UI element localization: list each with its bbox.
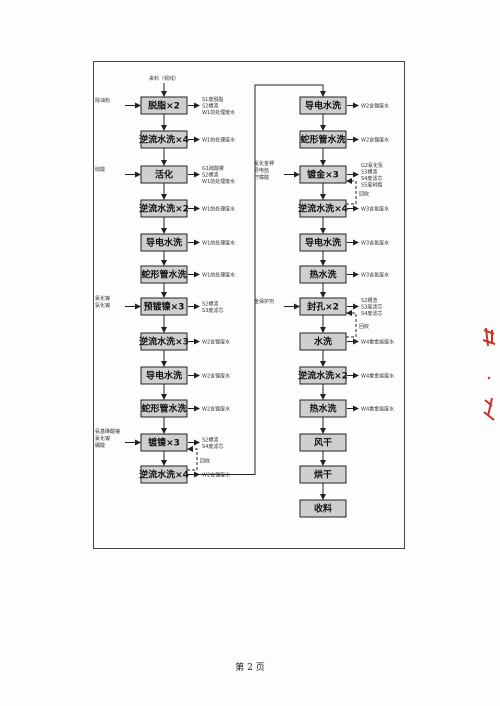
red-seal-stamp-fragment: [482, 327, 496, 421]
recycle-label-2: 回收: [359, 191, 369, 198]
diagram-frame: [93, 61, 405, 549]
output-note-L8-0: W2含镍废水: [202, 339, 230, 346]
output-note-R7-0: S2槽渣: [361, 297, 377, 304]
left-node-label-11: 镀镍×3: [148, 437, 180, 449]
output-note-L1-1: S2槽渣: [202, 103, 218, 110]
input-note-R3-0: 氰化金钾: [254, 160, 274, 167]
right-node-label-11: 风干: [314, 438, 332, 449]
output-note-R2-0: W2含镍废水: [361, 137, 389, 144]
output-note-R5-0: W3含氰废水: [361, 240, 389, 247]
left-node-label-7: 预镀镍×3: [144, 301, 185, 313]
output-note-L7-0: S2槽渣: [202, 300, 218, 307]
output-note-L2-0: W1前处理废水: [202, 137, 235, 144]
output-note-L1-2: W1前处理废水: [202, 109, 235, 116]
input-note-L11-1: 氯化镍: [95, 435, 110, 442]
input-note-R7-0: 金保护剂: [254, 298, 274, 305]
output-note-L11-0: S2槽渣: [202, 436, 218, 443]
right-node-label-6: 热水洗: [309, 269, 336, 281]
right-node-label-10: 热水洗: [309, 403, 336, 415]
output-note-R3-0: G2氰化氢: [361, 162, 383, 169]
left-node-label-3: 活化: [155, 169, 173, 181]
output-note-R3-1: S3槽渣: [361, 168, 377, 175]
output-note-L10-0: W2含镍废水: [202, 406, 230, 413]
output-note-L5-0: W1前处理废水: [202, 240, 235, 247]
right-node-label-7: 封孔×2: [307, 301, 339, 313]
output-note-L3-2: W1前处理废水: [202, 178, 235, 185]
right-node-label-9: 逆流水洗×2: [298, 370, 348, 382]
output-note-L1-0: S1废脱脂: [202, 96, 223, 103]
output-note-L4-0: W1前处理废水: [202, 206, 235, 213]
recycle-loop-3: [346, 310, 357, 338]
left-node-label-9: 导电水洗: [146, 370, 182, 382]
left-node-label-1: 脱脂×2: [148, 100, 180, 112]
output-note-L11-1: S4废滤芯: [202, 443, 223, 450]
output-note-R6-0: W3含氰废水: [361, 272, 389, 279]
right-node-label-3: 镀金×3: [307, 169, 339, 181]
input-note-L7-0: 氯化镍: [95, 295, 110, 302]
right-node-label-13: 收料: [314, 503, 332, 515]
recycle-loop-2: [346, 178, 357, 205]
input-note-L3-0: 硫酸: [95, 166, 105, 173]
input-note-top: 来料（铜线）: [149, 75, 179, 82]
left-node-label-8: 逆流水洗×3: [139, 336, 189, 348]
right-node-label-12: 烘干: [314, 469, 332, 481]
output-note-L3-1: S2槽渣: [202, 172, 218, 179]
output-note-R10-0: W4重金属废水: [361, 406, 394, 413]
output-note-L7-1: S3废滤芯: [202, 307, 223, 314]
output-note-R8-0: W4重金属废水: [361, 339, 394, 346]
right-node-label-8: 水洗: [314, 336, 332, 348]
right-node-label-5: 导电水洗: [305, 237, 341, 249]
output-note-R9-0: W4重金属废水: [361, 373, 394, 380]
left-node-label-12: 逆流水洗×4: [139, 469, 189, 481]
recycle-label-3: 回收: [359, 323, 369, 330]
output-note-L12-0: W2含镍废水: [202, 472, 230, 479]
input-note-L11-2: 硼酸: [95, 442, 105, 449]
output-note-R1-0: W2含镍废水: [361, 103, 389, 110]
column-connector-arrow: [187, 84, 326, 475]
output-note-R3-3: S5废树脂: [361, 181, 382, 188]
right-node-label-4: 逆流水洗×4: [298, 203, 348, 215]
input-note-R3-2: 柠檬酸: [254, 174, 269, 181]
input-note-L1-0: 除油粉: [95, 97, 110, 104]
input-note-R3-1: 导电盐: [254, 167, 269, 174]
output-note-L3-0: G1硫酸雾: [202, 165, 224, 172]
output-note-R3-2: S4废滤芯: [361, 175, 382, 182]
output-note-R4-0: W3含氰废水: [361, 206, 389, 213]
left-node-label-6: 蛇形管水洗: [141, 269, 186, 281]
recycle-loop-1: [187, 446, 198, 471]
right-node-13: [299, 499, 347, 518]
recycle-label-1: 回收: [200, 458, 210, 465]
left-node-label-2: 逆流水洗×4: [139, 134, 189, 146]
right-node-label-2: 蛇形管水洗: [300, 134, 345, 146]
left-node-label-5: 导电水洗: [146, 237, 182, 249]
page-number: 第 2 页: [235, 663, 265, 673]
right-node-label-1: 导电水洗: [305, 100, 341, 112]
left-node-label-4: 逆流水洗×2: [139, 203, 189, 215]
output-note-L6-0: W1前处理废水: [202, 272, 235, 279]
left-node-label-10: 蛇形管水洗: [141, 403, 186, 415]
output-note-L9-0: W2含镍废水: [202, 373, 230, 380]
output-note-R7-1: S3废滤芯: [361, 304, 382, 311]
input-note-L7-1: 氨化镍: [95, 302, 110, 309]
input-note-L11-0: 氨基磺酸镍: [95, 428, 120, 435]
output-note-R7-2: S4废滤芯: [361, 310, 382, 317]
